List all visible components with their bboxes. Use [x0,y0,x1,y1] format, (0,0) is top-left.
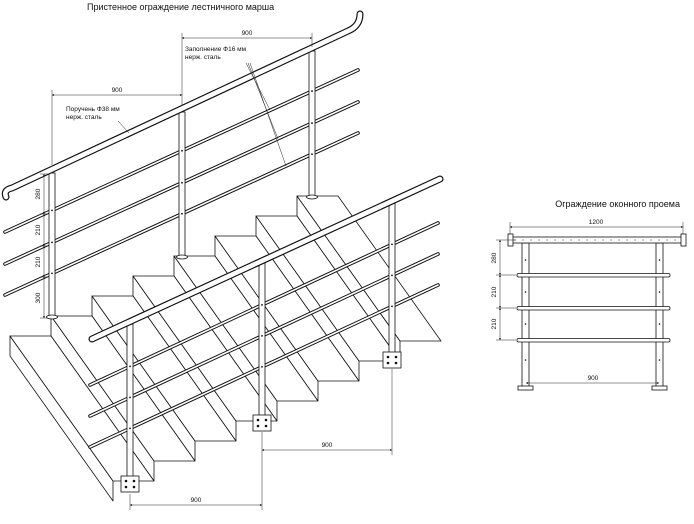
stair-tread [9,335,155,482]
dimension-label: 300 [35,292,42,303]
infill-rod [516,338,671,343]
base-plate [382,351,402,369]
dimension-label: 210 [491,318,498,329]
dimension-window-post-spacing: 900 [526,375,659,384]
dimension-label: 280 [491,252,498,263]
base-plate [252,414,272,432]
window-post-left [517,242,534,391]
dimension-label: 210 [491,286,498,297]
dimension-label: 900 [242,30,253,37]
infill-rod [516,273,671,278]
infill-label: Заполнение Ф16 мм [185,46,247,53]
handrail-label: Поручень Ф38 мм [66,106,120,113]
dimension-vertical-window-railing: 280 210 210 [491,239,516,341]
window-post-right [651,242,668,391]
window-railing-title: Ограждение оконного проема [555,199,680,209]
handrail-material: нерж. сталь [66,114,102,121]
window-railing: Ограждение оконного проема 1200 [491,199,687,391]
infill-callout: Заполнение Ф16 мм нерж. сталь [185,46,287,167]
handrail-callout: Поручень Ф38 мм нерж. сталь [66,106,130,134]
dimension-label: 210 [35,256,42,267]
dimension-label: 900 [588,375,599,382]
open-side-post-2 [252,262,272,432]
dimension-vertical-wall-railing: 280 210 210 300 [35,173,48,319]
dimension-label: 280 [35,188,42,199]
stair-tread [173,255,319,402]
base-plate [120,475,140,493]
infill-material: нерж. сталь [185,54,221,61]
infill-rod [516,306,671,311]
open-side-railing [88,175,444,493]
dimension-label: 900 [112,87,123,94]
stair-tread [50,315,196,462]
dimension-label: 1200 [589,219,604,226]
open-side-handrail [88,175,444,343]
stair-tread [132,275,278,422]
dimension-label: 900 [322,442,333,449]
stair-flight [9,195,442,502]
wall-railing [1,10,364,320]
dimension-label: 900 [191,497,202,504]
dimension-open-side-spacing-bottom: 900 [129,494,262,510]
dimension-post-spacing-left: 900 [51,87,182,165]
dimension-post-spacing-top: 900 [181,30,313,106]
dimension-open-side-spacing-right: 900 [261,369,393,510]
wall-handrail [1,10,364,201]
dimension-overall-width: 1200 [509,219,684,235]
window-infill-rods [516,273,671,343]
stair-tread [296,195,442,342]
dimension-label: 210 [35,224,42,235]
stair-tread [214,235,360,382]
stair-railing-title: Пристенное ограждение лестничного марша [87,2,274,12]
open-side-post-1 [120,323,140,493]
